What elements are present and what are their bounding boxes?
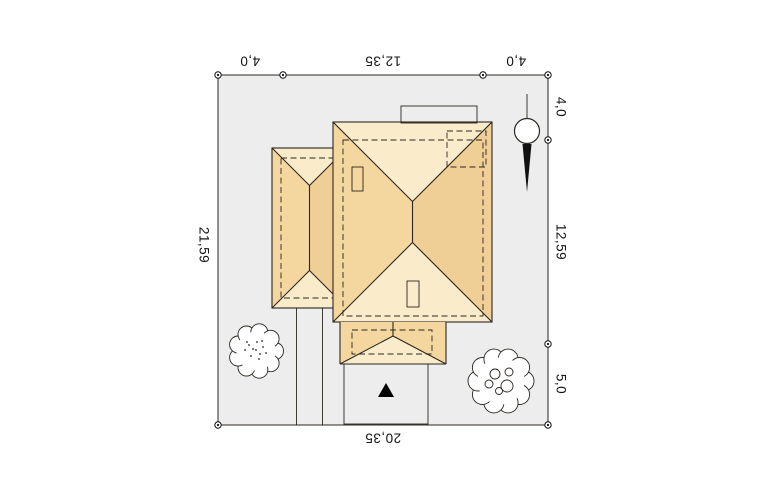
terrace xyxy=(400,105,478,124)
upper-room-outline xyxy=(446,130,487,168)
entrance-arrow-icon xyxy=(378,383,394,397)
garage-roof xyxy=(339,322,447,365)
dim-top-right-label: 4,0 xyxy=(505,53,527,69)
dim-right-bottom-label: 5,0 xyxy=(553,373,569,395)
tree-icon xyxy=(229,323,284,379)
main-roof xyxy=(332,121,493,323)
main-wall-outline xyxy=(342,139,484,317)
chimney-icon xyxy=(351,166,364,192)
dim-right-top-label: 4,0 xyxy=(553,96,569,118)
chimney-icon xyxy=(406,280,420,308)
dim-top-middle-label: 12,35 xyxy=(364,53,402,69)
garage-wall-outline xyxy=(351,329,433,355)
dim-bottom-total-label: 20,35 xyxy=(364,430,402,446)
north-arrow-icon xyxy=(513,94,541,192)
dim-top-left-label: 4,0 xyxy=(239,53,261,69)
tree-icon xyxy=(467,348,535,414)
dim-left-total-label: 21,59 xyxy=(196,226,212,264)
dim-right-middle-label: 12,59 xyxy=(553,223,569,261)
boundary-marker-icon xyxy=(214,71,552,429)
